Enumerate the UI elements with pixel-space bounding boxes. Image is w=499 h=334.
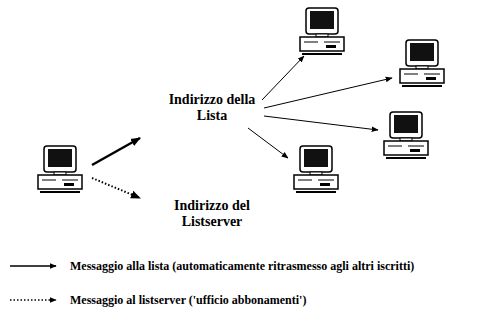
forward-arrow xyxy=(264,116,378,130)
address-label: Indirizzo della Lista xyxy=(157,92,267,124)
list-arrow xyxy=(92,138,140,165)
legend-line-sample xyxy=(10,265,56,267)
legend-text: Messaggio alla lista (automaticamente ri… xyxy=(70,259,414,273)
recipient-computer xyxy=(400,40,444,86)
listserver-arrow xyxy=(92,178,140,198)
recipient-computer xyxy=(384,112,428,158)
legend-dotted-sample xyxy=(10,299,56,301)
address-label: Indirizzo del Listserver xyxy=(157,198,267,230)
legend-text: Messaggio al listserver ('ufficio abbona… xyxy=(70,293,306,307)
recipient-computer xyxy=(300,8,344,54)
forward-arrow xyxy=(248,128,288,158)
forward-arrow xyxy=(262,56,304,100)
forward-arrow xyxy=(264,78,392,108)
recipient-computer xyxy=(294,146,338,192)
sender-computer xyxy=(38,146,82,192)
